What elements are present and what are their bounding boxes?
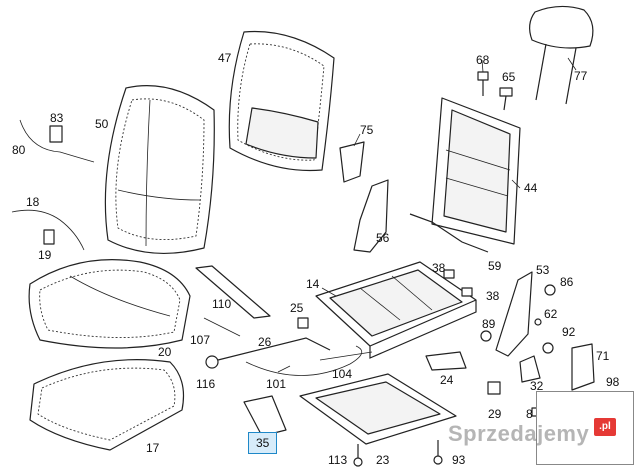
callout-104: 104 [332,367,353,381]
callout-44: 44 [524,181,538,195]
top-fasteners [477,71,513,111]
callout-75: 75 [360,123,374,137]
callout-23: 23 [376,453,390,467]
watermark-badge: .pl [594,418,616,436]
callout-101: 101 [266,377,287,391]
leader-lines [277,57,577,373]
watermark-thumbnail [536,391,634,465]
seat-cushion [28,259,191,349]
seat-base-cover [29,359,185,451]
callout-62: 62 [544,307,558,321]
cables [11,119,95,251]
headrest [529,5,594,105]
base-tray [299,373,457,445]
callout-98: 98 [606,375,620,389]
callout-113: 113 [328,453,348,467]
watermark-brand: Sprzedajemy [448,421,590,446]
callout-20: 20 [158,345,172,359]
callout-68: 68 [476,53,490,67]
callout-24: 24 [440,373,454,387]
callout-71: 71 [596,349,610,363]
callout-92: 92 [562,325,576,339]
callout-116: 116 [196,377,216,391]
callout-56: 56 [376,231,390,245]
callout-89: 89 [482,317,496,331]
adjuster-parts [203,317,287,437]
callout-110: 110 [212,297,232,311]
back-frame [409,97,521,253]
callout-65: 65 [502,70,516,84]
callout-18: 18 [26,195,40,209]
callout-29: 29 [488,407,502,421]
callout-59: 59 [488,259,502,273]
callout-83: 83 [50,111,64,125]
callout-19: 19 [38,248,52,262]
callout-80: 80 [12,143,26,157]
release-rods [217,337,373,376]
callout-77: 77 [574,69,588,83]
trim-strip [195,265,271,319]
callout-86: 86 [560,275,574,289]
hinge-brackets [339,141,389,253]
callout-26: 26 [258,335,272,349]
callout-50: 50 [95,117,109,131]
callout-47: 47 [218,51,232,65]
seat-frame [315,261,477,359]
callout-38-lower: 38 [486,289,500,303]
back-cover [228,30,335,172]
backrest-cushion [104,85,215,255]
callout-38-upper: 38 [432,261,446,275]
callout-25: 25 [290,301,304,315]
callout-17: 17 [146,441,160,455]
callout-107: 107 [190,333,211,347]
callout-8: 8 [526,407,533,421]
callout-53: 53 [536,263,550,277]
callout-32: 32 [530,379,544,393]
callout-93: 93 [452,453,466,467]
callout-14: 14 [306,277,320,291]
side-brackets [425,271,595,391]
callout-35-highlighted[interactable]: 35 [248,432,278,454]
